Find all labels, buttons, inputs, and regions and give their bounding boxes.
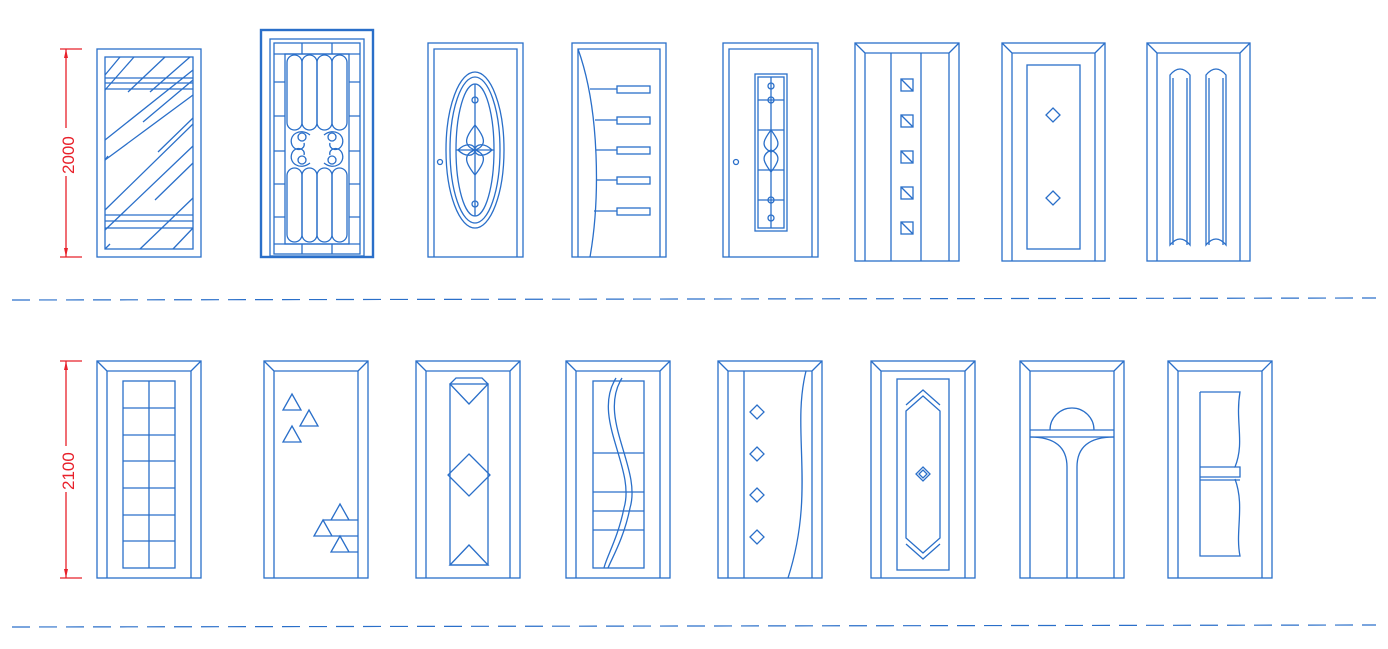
door-hexagon-panel <box>870 360 976 579</box>
door-wave-panel <box>565 360 671 579</box>
door-slim-panel <box>1167 360 1273 579</box>
dimension-label-2000: 2000 <box>59 136 78 174</box>
door-wrought-iron <box>259 28 375 259</box>
door-triangles <box>263 360 369 579</box>
door-stained-glass <box>722 42 819 258</box>
door-grid-glass <box>96 360 202 579</box>
door-glass-hatched <box>96 48 202 258</box>
door-diamond-panel <box>415 360 521 579</box>
door-wavy-diamonds <box>717 360 823 579</box>
door-arch-panel <box>1019 360 1125 579</box>
section-divider-1 <box>11 297 1377 301</box>
door-twin-panels <box>1146 42 1251 262</box>
section-divider-2 <box>11 624 1377 628</box>
dimension-label-2100: 2100 <box>59 452 78 490</box>
dimension-2000: 2000 <box>56 48 82 258</box>
door-panel-diamonds <box>1001 42 1106 262</box>
dimension-2100: 2100 <box>56 360 82 579</box>
door-square-inlays <box>854 42 960 262</box>
door-oval-glass <box>427 42 524 258</box>
door-curved-bars <box>571 42 667 258</box>
